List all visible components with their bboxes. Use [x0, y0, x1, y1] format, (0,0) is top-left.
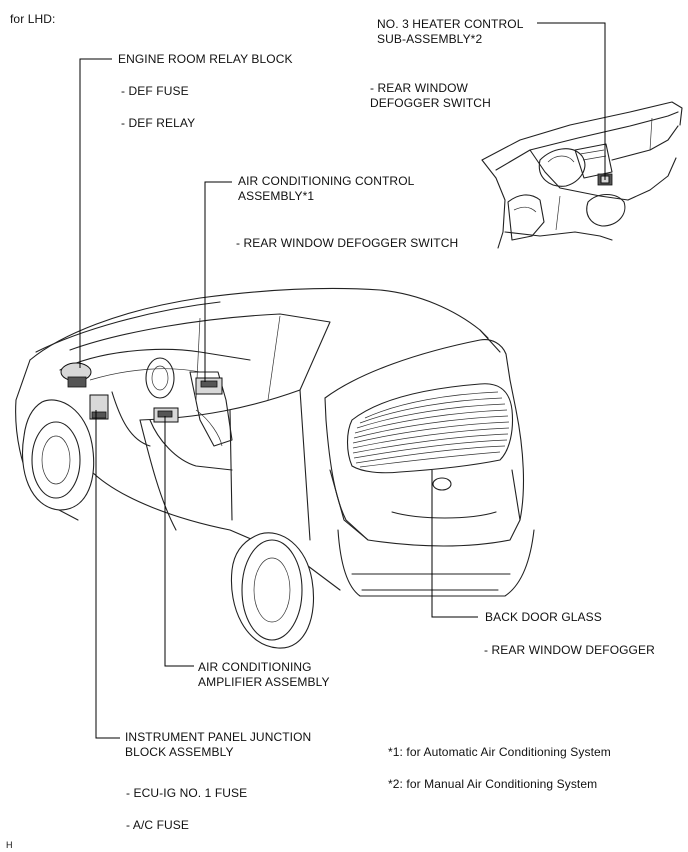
ac-control-item: - REAR WINDOW DEFOGGER SWITCH — [236, 236, 459, 250]
heater-control-title-line1: NO. 3 HEATER CONTROL — [377, 17, 524, 31]
leader-ac-amplifier — [164, 416, 194, 667]
ecu-ig-fuse-item: - ECU-IG NO. 1 FUSE — [126, 786, 248, 800]
leader-engine-room-relay — [79, 58, 112, 368]
heater-control-item-line2: DEFOGGER SWITCH — [370, 96, 491, 110]
leader-lines — [79, 22, 606, 739]
vehicle-illustration — [15, 287, 535, 649]
dashboard-inset-illustration — [481, 101, 683, 249]
ac-control-assembly-part — [195, 377, 223, 395]
leader-ac-control — [204, 181, 232, 382]
junction-block-title-line2: BLOCK ASSEMBLY — [125, 745, 234, 759]
footnote-automatic-ac: *1: for Automatic Air Conditioning Syste… — [388, 745, 611, 759]
def-fuse-item: - DEF FUSE — [121, 84, 189, 98]
ac-amplifier-assembly-part — [153, 407, 179, 423]
engine-room-relay-block-part — [60, 362, 92, 388]
leader-heater-control — [537, 22, 606, 180]
footnote-manual-ac: *2: for Manual Air Conditioning System — [388, 777, 598, 791]
junction-block-title-line1: INSTRUMENT PANEL JUNCTION — [125, 730, 312, 744]
heater-control-title-line2: SUB-ASSEMBLY*2 — [377, 32, 483, 46]
back-door-glass-title: BACK DOOR GLASS — [485, 610, 602, 624]
ac-fuse-item: - A/C FUSE — [126, 818, 190, 832]
leader-back-door-glass — [431, 470, 478, 618]
rear-window-defogger-lines — [352, 391, 510, 468]
instrument-panel-junction-block-part — [89, 394, 109, 420]
ac-control-title-line2: ASSEMBLY*1 — [238, 189, 315, 203]
leader-junction-block — [95, 410, 120, 739]
rear-window-defogger-item: - REAR WINDOW DEFOGGER — [484, 643, 655, 657]
heater-control-item-line1: - REAR WINDOW — [370, 81, 468, 95]
ac-control-title-line1: AIR CONDITIONING CONTROL — [238, 174, 415, 188]
figure-mark: H — [6, 840, 13, 850]
variant-label: for LHD: — [10, 12, 56, 26]
def-relay-item: - DEF RELAY — [121, 116, 196, 130]
engine-room-relay-block-title: ENGINE ROOM RELAY BLOCK — [118, 52, 293, 66]
ac-amplifier-title-line1: AIR CONDITIONING — [198, 660, 312, 674]
ac-amplifier-title-line2: AMPLIFIER ASSEMBLY — [198, 675, 330, 689]
